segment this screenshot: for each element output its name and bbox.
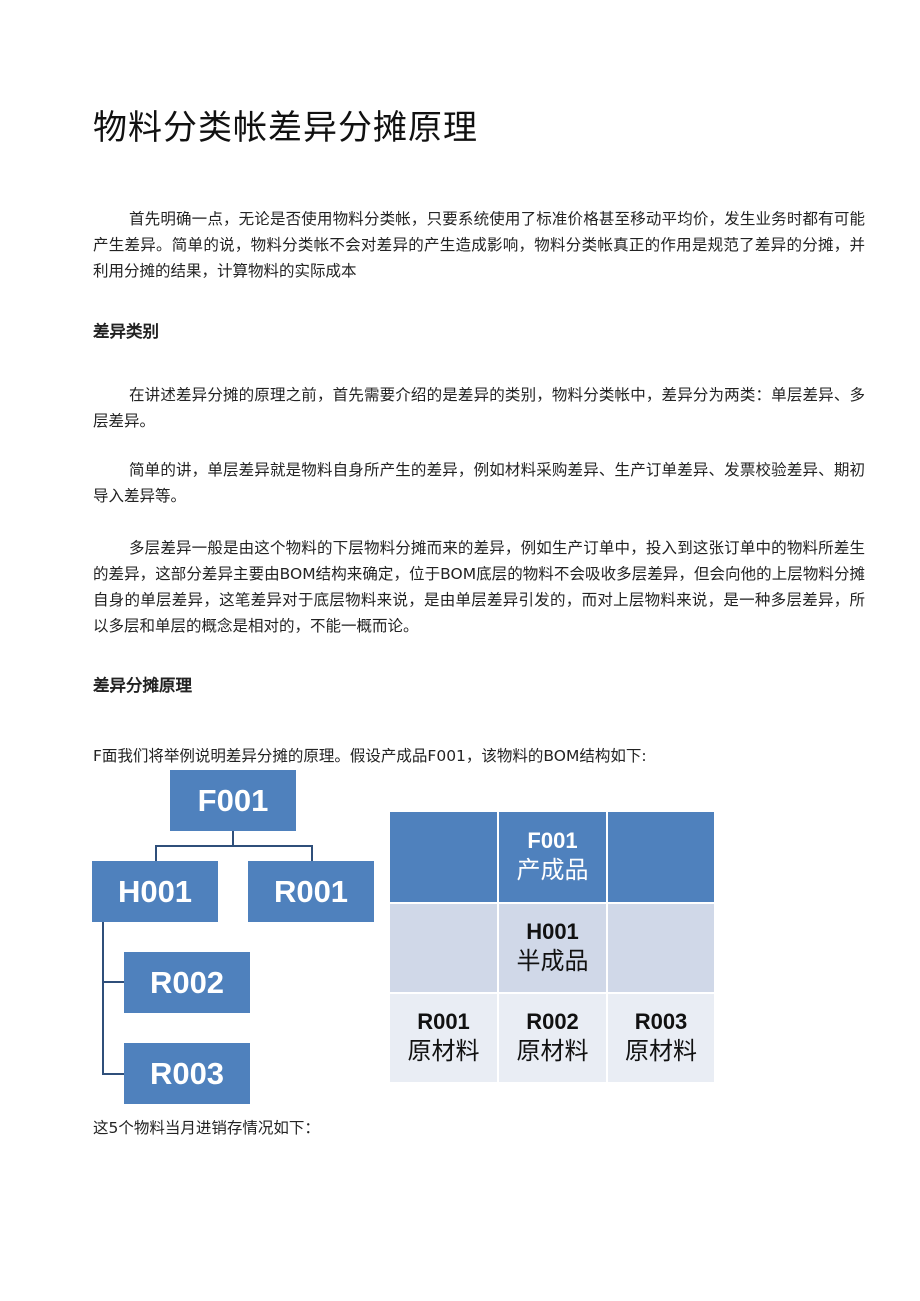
material-code: H001 <box>526 919 579 944</box>
material-code: R002 <box>526 1009 579 1034</box>
tree-connector <box>155 845 313 847</box>
tree-connector <box>311 845 313 861</box>
material-type: 产成品 <box>516 856 589 884</box>
tree-connector <box>102 922 104 1075</box>
tree-connector <box>102 981 124 983</box>
intro-paragraph: 首先明确一点，无论是否使用物料分类帐，只要系统使用了标准价格甚至移动平均价，发生… <box>93 210 865 280</box>
tree-node-level3: R002 <box>124 952 250 1013</box>
table-cell <box>606 812 714 902</box>
material-code: R001 <box>417 1009 470 1034</box>
table-cell: R003 原材料 <box>606 992 714 1082</box>
material-type: 原材料 <box>625 1037 697 1065</box>
table-cell: R001 原材料 <box>390 992 497 1082</box>
paragraph-multi-level-variance: 多层差异一般是由这个物料的下层物料分摊而来的差异，例如生产订单中，投入到这张订单… <box>93 539 865 635</box>
tree-node-root: F001 <box>170 770 296 831</box>
example-intro-line: F面我们将举例说明差异分摊的原理。假设产成品F001，该物料的BOM结构如下: <box>93 747 647 765</box>
table-cell: F001 产成品 <box>497 812 606 902</box>
table-cell <box>390 902 497 992</box>
tree-connector <box>155 845 157 861</box>
paragraph-single-level-variance: 简单的讲，单层差异就是物料自身所产生的差异，例如材料采购差异、生产订单差异、发票… <box>93 461 865 505</box>
page-title: 物料分类帐差异分摊原理 <box>93 108 478 148</box>
inventory-intro-line: 这5个物料当月进销存情况如下： <box>93 1119 320 1137</box>
table-cell <box>390 812 497 902</box>
tree-node-level2: R001 <box>248 861 374 922</box>
section-heading-variance-types: 差异类别 <box>93 322 159 341</box>
tree-connector <box>102 1073 124 1075</box>
tree-connector <box>232 831 234 846</box>
table-cell: H001 半成品 <box>497 902 606 992</box>
material-type: 原材料 <box>516 1037 589 1065</box>
table-cell: R002 原材料 <box>497 992 606 1082</box>
tree-node-level2: H001 <box>92 861 218 922</box>
section-heading-allocation-principle: 差异分摊原理 <box>93 676 192 695</box>
paragraph-variance-types: 在讲述差异分摊的原理之前，首先需要介绍的是差异的类别，物料分类帐中，差异分为两类… <box>93 386 865 430</box>
table-cell <box>606 902 714 992</box>
tree-node-level3: R003 <box>124 1043 250 1104</box>
bom-level-table: F001 产成品 H001 半成品 R001 原材料 R002 原材料 R003 原材料 <box>390 812 714 1082</box>
material-code: F001 <box>527 828 578 853</box>
material-code: R003 <box>634 1009 688 1034</box>
material-type: 原材料 <box>407 1037 480 1065</box>
material-type: 半成品 <box>516 947 589 975</box>
